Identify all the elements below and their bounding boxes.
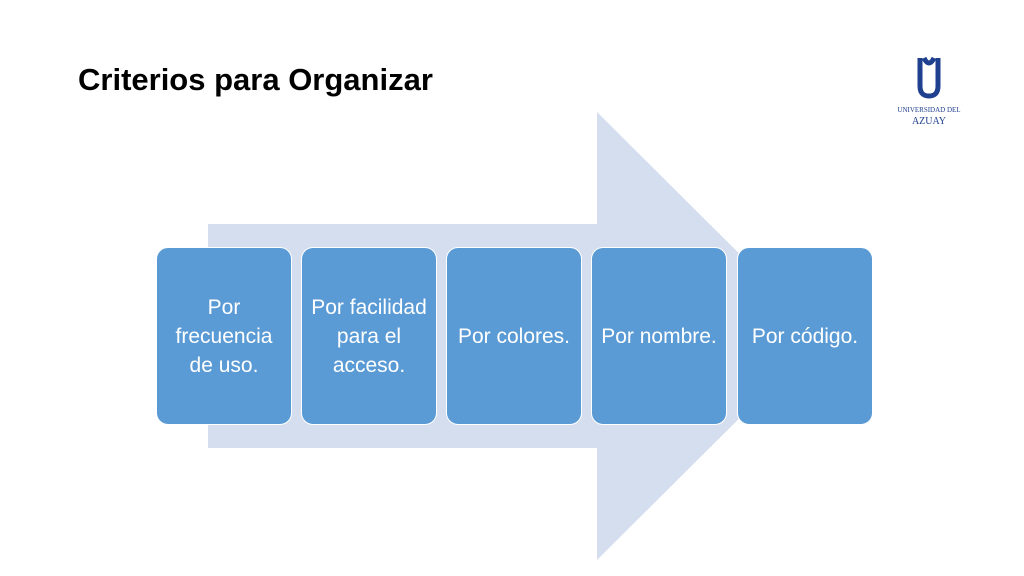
step-box-name: Por nombre. — [591, 247, 727, 425]
step-label: Por código. — [751, 324, 859, 348]
university-logo: UNIVERSIDAD DEL AZUAY — [886, 50, 972, 134]
step-label: Por facilidad para el acceso. — [311, 295, 427, 377]
logo-emblem — [917, 56, 941, 99]
step-label: Por colores. — [457, 324, 571, 348]
step-box-frequency: Por frecuencia de uso. — [156, 247, 292, 425]
slide-title: Criterios para Organizar — [78, 62, 433, 97]
step-label: Por frecuencia de uso. — [175, 295, 273, 377]
step-box-access: Por facilidad para el acceso. — [301, 247, 437, 425]
logo-text-line2: AZUAY — [912, 116, 946, 127]
step-box-colors: Por colores. — [446, 247, 582, 425]
step-label: Por nombre. — [601, 324, 717, 348]
step-box-code: Por código. — [737, 247, 873, 425]
logo-text-line1: UNIVERSIDAD DEL — [897, 106, 960, 114]
